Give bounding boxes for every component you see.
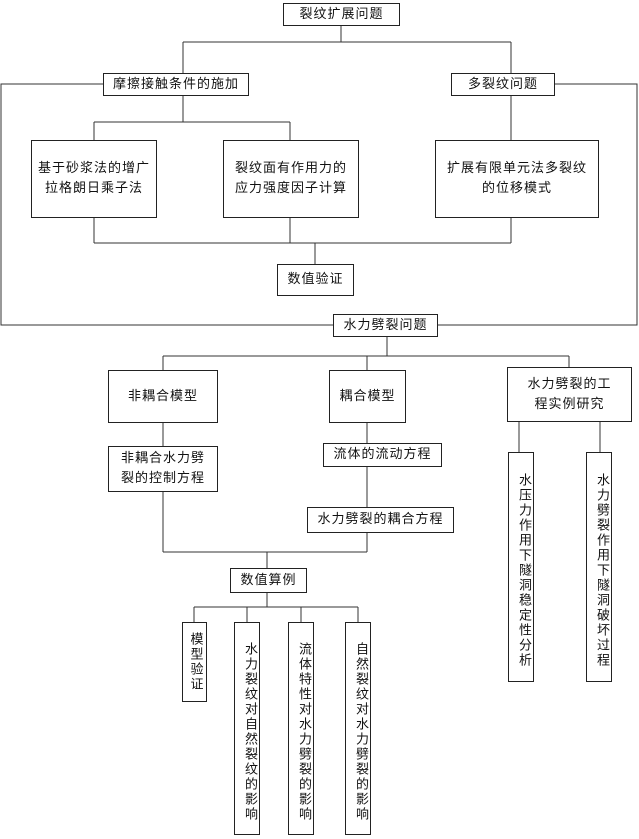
non-coupled-model-node: 非耦合模型 <box>108 370 218 423</box>
tunnel-stability-leaf: 水压力作用下隧洞稳定性分析 <box>508 452 534 682</box>
fluid-flow-equation-node: 流体的流动方程 <box>323 443 442 467</box>
natural-crack-effect-leaf: 自然裂纹对水力劈裂的影响 <box>345 622 371 835</box>
mortar-lagrange-node: 基于砂浆法的增广 拉格朗日乘子法 <box>31 140 157 218</box>
connector-line <box>0 83 333 326</box>
coupled-equation-node: 水力劈裂的耦合方程 <box>307 507 454 533</box>
multi-crack-node: 多裂纹问题 <box>451 73 555 96</box>
numerical-verification-node: 数值验证 <box>277 264 354 296</box>
numerical-examples-node: 数值算例 <box>230 568 307 593</box>
hydraulic-fracturing-node: 水力劈裂问题 <box>333 314 438 337</box>
hydro-crack-effect-leaf: 水力裂纹对自然裂纹的影响 <box>234 622 260 835</box>
stress-intensity-node: 裂纹面有作用力的 应力强度因子计算 <box>223 140 359 218</box>
non-coupled-equation-node: 非耦合水力劈 裂的控制方程 <box>108 446 218 492</box>
tunnel-failure-leaf: 水力劈裂作用下隧洞破坏过程 <box>586 452 612 682</box>
coupled-model-node: 耦合模型 <box>329 370 406 423</box>
xfem-multicrack-node: 扩展有限单元法多裂纹 的位移模式 <box>435 140 599 218</box>
connector-line <box>438 83 638 326</box>
case-study-node: 水力劈裂的工 程实例研究 <box>507 367 632 422</box>
root-node: 裂纹扩展问题 <box>283 3 400 26</box>
fluid-property-effect-leaf: 流体特性对水力劈裂的影响 <box>288 622 314 835</box>
model-verification-leaf: 模型验证 <box>182 622 207 702</box>
friction-contact-node: 摩擦接触条件的施加 <box>103 73 249 96</box>
